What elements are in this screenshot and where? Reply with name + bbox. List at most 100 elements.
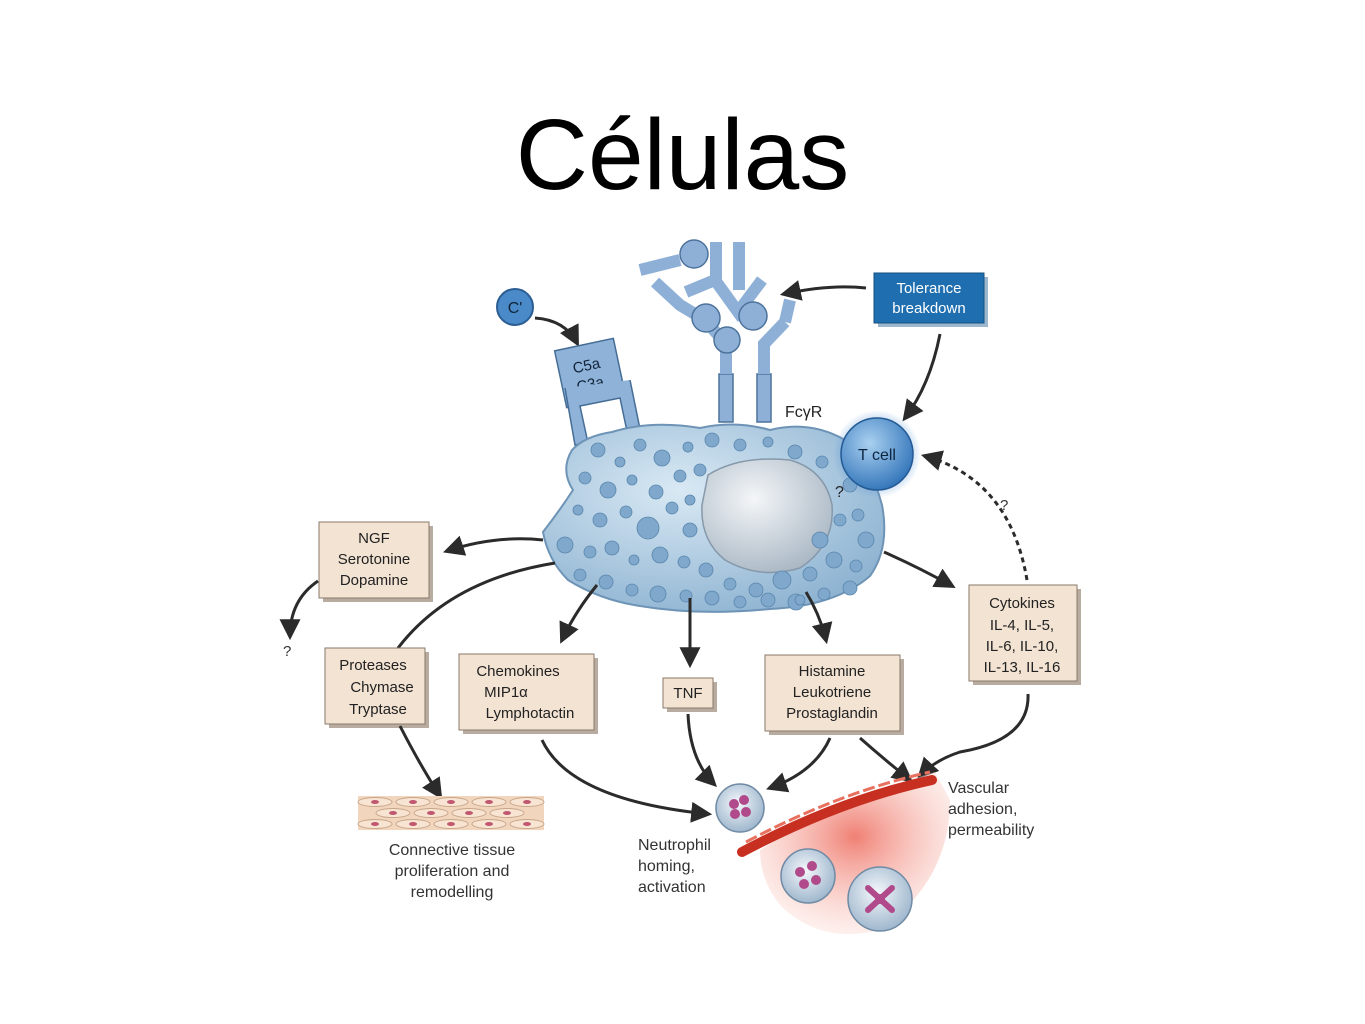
svg-text:homing,: homing, (638, 858, 695, 875)
cytokines-line-2: IL-4, IL-5, (990, 617, 1054, 634)
granule (628, 554, 640, 566)
granule (625, 583, 639, 597)
svg-text:Connective tissue: Connective tissue (389, 842, 515, 859)
granule (802, 566, 818, 582)
ngf-line-1: NGF (358, 530, 390, 547)
vascular-caption: Vascular adhesion, permeability (948, 780, 1034, 839)
granule (653, 449, 671, 467)
granule (619, 505, 633, 519)
svg-text:adhesion,: adhesion, (948, 801, 1017, 818)
granule (651, 546, 669, 564)
granule (556, 536, 574, 554)
ngf-box: NGF Serotonine Dopamine (318, 521, 433, 602)
histamine-box: Histamine Leukotriene Prostaglandin (764, 654, 904, 735)
granule (772, 570, 792, 590)
tolerance-line-2: breakdown (892, 300, 965, 317)
granule (857, 531, 875, 549)
tolerance-box: Tolerance breakdown (873, 272, 988, 327)
granule (704, 590, 720, 606)
tolerance-line-1: Tolerance (896, 280, 961, 297)
svg-text:remodelling: remodelling (411, 884, 494, 901)
arrow-cytokines-to-tcell (920, 450, 1029, 581)
granule (748, 582, 764, 598)
granule (704, 432, 720, 448)
arrow-chemokines-to-neutrophil (540, 739, 713, 823)
granule (833, 513, 847, 527)
t-cell: T cell (833, 410, 921, 498)
granule (636, 516, 660, 540)
svg-text:Neutrophil: Neutrophil (638, 837, 711, 854)
arrow-cytokines-to-vessel (917, 693, 1030, 780)
granule (811, 531, 829, 549)
fibroblast-nucleus (503, 811, 511, 815)
mast-cell (541, 423, 886, 613)
proteases-line-1: Proteases (339, 657, 407, 674)
granule (817, 587, 831, 601)
fibroblast-nucleus (465, 811, 473, 815)
histamine-line-3: Prostaglandin (786, 705, 878, 722)
granule (842, 580, 858, 596)
proteases-line-2: Chymase (350, 679, 413, 696)
antibody-complex (638, 239, 796, 423)
neutrophil-homing (715, 783, 765, 833)
histamine-line-2: Leukotriene (793, 684, 871, 701)
granule (684, 494, 696, 506)
granule (572, 504, 584, 516)
granule (614, 456, 626, 468)
chemokines-line-2: MIP1α (484, 684, 528, 701)
granule (849, 559, 863, 573)
svg-text:permeability: permeability (948, 822, 1034, 839)
arrow-histamine-to-neutrophil (766, 737, 832, 793)
fibroblast-nucleus (409, 800, 417, 804)
fibroblast-nucleus (427, 811, 435, 815)
arrow-tolerance-to-tcell (902, 333, 942, 422)
granule (604, 540, 620, 556)
granule (583, 545, 597, 559)
granule (723, 577, 737, 591)
granule (693, 463, 707, 477)
chemokines-line-3: Lymphotactin (486, 705, 575, 722)
granule (851, 508, 865, 522)
arrow-proteases-to-tissue (398, 725, 443, 800)
chemokines-box: Chemokines MIP1α Lymphotactin (458, 653, 598, 734)
chemokines-line-1: Chemokines (476, 663, 559, 680)
granule (673, 469, 687, 483)
ngf-line-2: Serotonine (338, 551, 411, 568)
granule (590, 442, 606, 458)
fibroblast-nucleus (447, 822, 455, 826)
line-cell-to-proteases (396, 561, 556, 649)
granule (760, 592, 776, 608)
arrow-tolerance-to-antibody (779, 280, 867, 301)
ngf-line-3: Dopamine (340, 572, 408, 589)
tnf-box: TNF (662, 677, 717, 712)
svg-text:proliferation and: proliferation and (395, 863, 510, 880)
granule (682, 522, 698, 538)
fibroblast-nucleus (389, 811, 397, 815)
granule (578, 471, 592, 485)
arrow-cell-to-ngf (443, 535, 544, 556)
neutrophil-vessel-1 (780, 848, 836, 904)
question-mark-ngf: ? (283, 643, 291, 660)
cytokines-line-3: IL-6, IL-10, (986, 638, 1059, 655)
cytokines-box: Cytokines IL-4, IL-5, IL-6, IL-10, IL-13… (968, 584, 1081, 685)
blood-vessel (737, 770, 950, 935)
granule (787, 444, 803, 460)
fc-receptor-label: FcγR (785, 404, 822, 421)
fibroblast-nucleus (409, 822, 417, 826)
granule (815, 455, 829, 469)
granule (598, 574, 614, 590)
fibroblast-nucleus (371, 800, 379, 804)
granule (733, 438, 747, 452)
nucleus (701, 458, 833, 574)
granule (665, 501, 679, 515)
arrow-ngf-to-unknown (279, 579, 319, 641)
question-mark-cell: ? (835, 484, 844, 501)
complement-label: C' (508, 300, 523, 317)
connective-caption: Connective tissue proliferation and remo… (389, 842, 515, 901)
fibroblast-nucleus (523, 800, 531, 804)
granule (733, 595, 747, 609)
neutrophil-vessel-2 (847, 866, 913, 932)
arrow-cell-to-cytokines (883, 550, 956, 589)
tcell-label: T cell (858, 447, 896, 464)
